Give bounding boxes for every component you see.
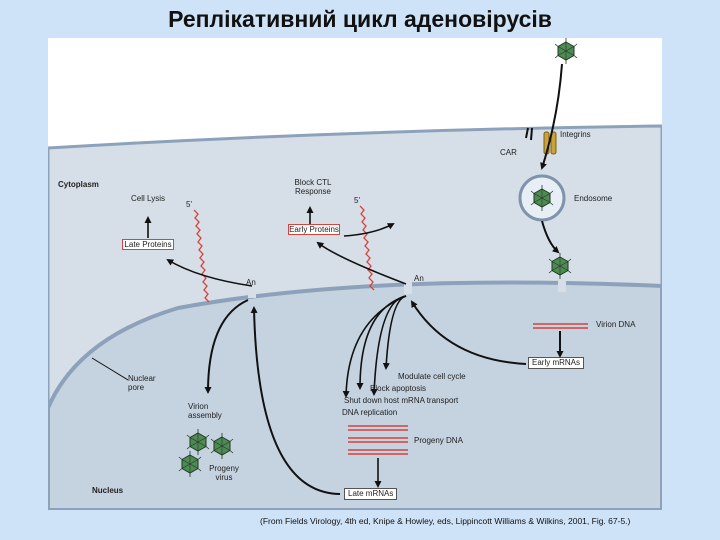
nucleus-region <box>48 280 662 510</box>
modulate-cell-cycle-label: Modulate cell cycle <box>398 372 466 381</box>
late-mrnas-box: Late mRNAs <box>344 488 398 500</box>
late-protein-import-arrow <box>204 299 249 394</box>
incoming-virion-icon <box>554 38 578 65</box>
shut-down-label: Shut down host mRNA transport <box>344 396 459 405</box>
block-apoptosis-label: Block apoptosis <box>370 384 427 393</box>
early-proteins-box: Early Proteins <box>288 224 340 235</box>
cytoplasm-label: Cytoplasm <box>58 180 99 189</box>
nuclear-pore-right <box>558 276 566 292</box>
dna-replication-label: DNA replication <box>342 408 398 417</box>
entry-arrow <box>540 63 563 170</box>
effect-arrow-3 <box>342 295 407 398</box>
progeny-dna-label: Progeny DNA <box>414 436 463 445</box>
late-protein-translation-arrow <box>166 258 253 287</box>
adenovirus-cycle-diagram: Cytoplasm Nucleus Nuclear pore CAR Integ… <box>48 38 662 510</box>
slide-title: Реплікативний цикл аденовірусів <box>168 6 552 32</box>
nuclear-pore-pointer <box>91 357 129 381</box>
early-mrna-strand <box>359 205 375 291</box>
poly-a-early-label: An <box>414 274 424 283</box>
diagram-graphics <box>48 38 662 510</box>
endosome-exit-arrow <box>541 220 560 254</box>
source-caption: (From Fields Virology, 4th ed, Knipe & H… <box>260 516 631 526</box>
integrins-label: Integrins <box>560 130 591 139</box>
poly-a-late-label: An <box>246 278 256 287</box>
car-receptor <box>525 127 533 141</box>
late-mrna-strand <box>193 209 210 303</box>
late-proteins-box: Late Proteins <box>122 239 174 250</box>
progeny-virus-label: Progeny virus <box>209 464 239 482</box>
integrin-right <box>550 131 557 155</box>
nuclear-pore-middle <box>404 278 412 294</box>
virion-assembly-label: Virion assembly <box>188 402 222 420</box>
late-mrna-export-arrow <box>250 306 341 495</box>
car-label: CAR <box>500 148 517 157</box>
virion-dna-label: Virion DNA <box>596 320 636 329</box>
five-prime-late-label: 5' <box>186 200 192 209</box>
nucleus-label: Nucleus <box>92 486 124 495</box>
early-protein-translation-arrow <box>316 241 407 285</box>
early-mrna-export-arrow <box>410 300 527 365</box>
effect-arrow-4 <box>382 295 407 370</box>
nuclear-pore-left <box>248 282 256 298</box>
block-ctl-label: Block CTL Response <box>294 178 332 196</box>
endosome-label: Endosome <box>574 194 613 203</box>
five-prime-early-label: 5' <box>354 196 360 205</box>
early-mrnas-box: Early mRNAs <box>528 357 585 369</box>
cell-lysis-label: Cell Lysis <box>131 194 165 203</box>
early-protein-arrow-2 <box>343 223 395 237</box>
nuclear-pore-label: Nuclear pore <box>128 374 156 392</box>
